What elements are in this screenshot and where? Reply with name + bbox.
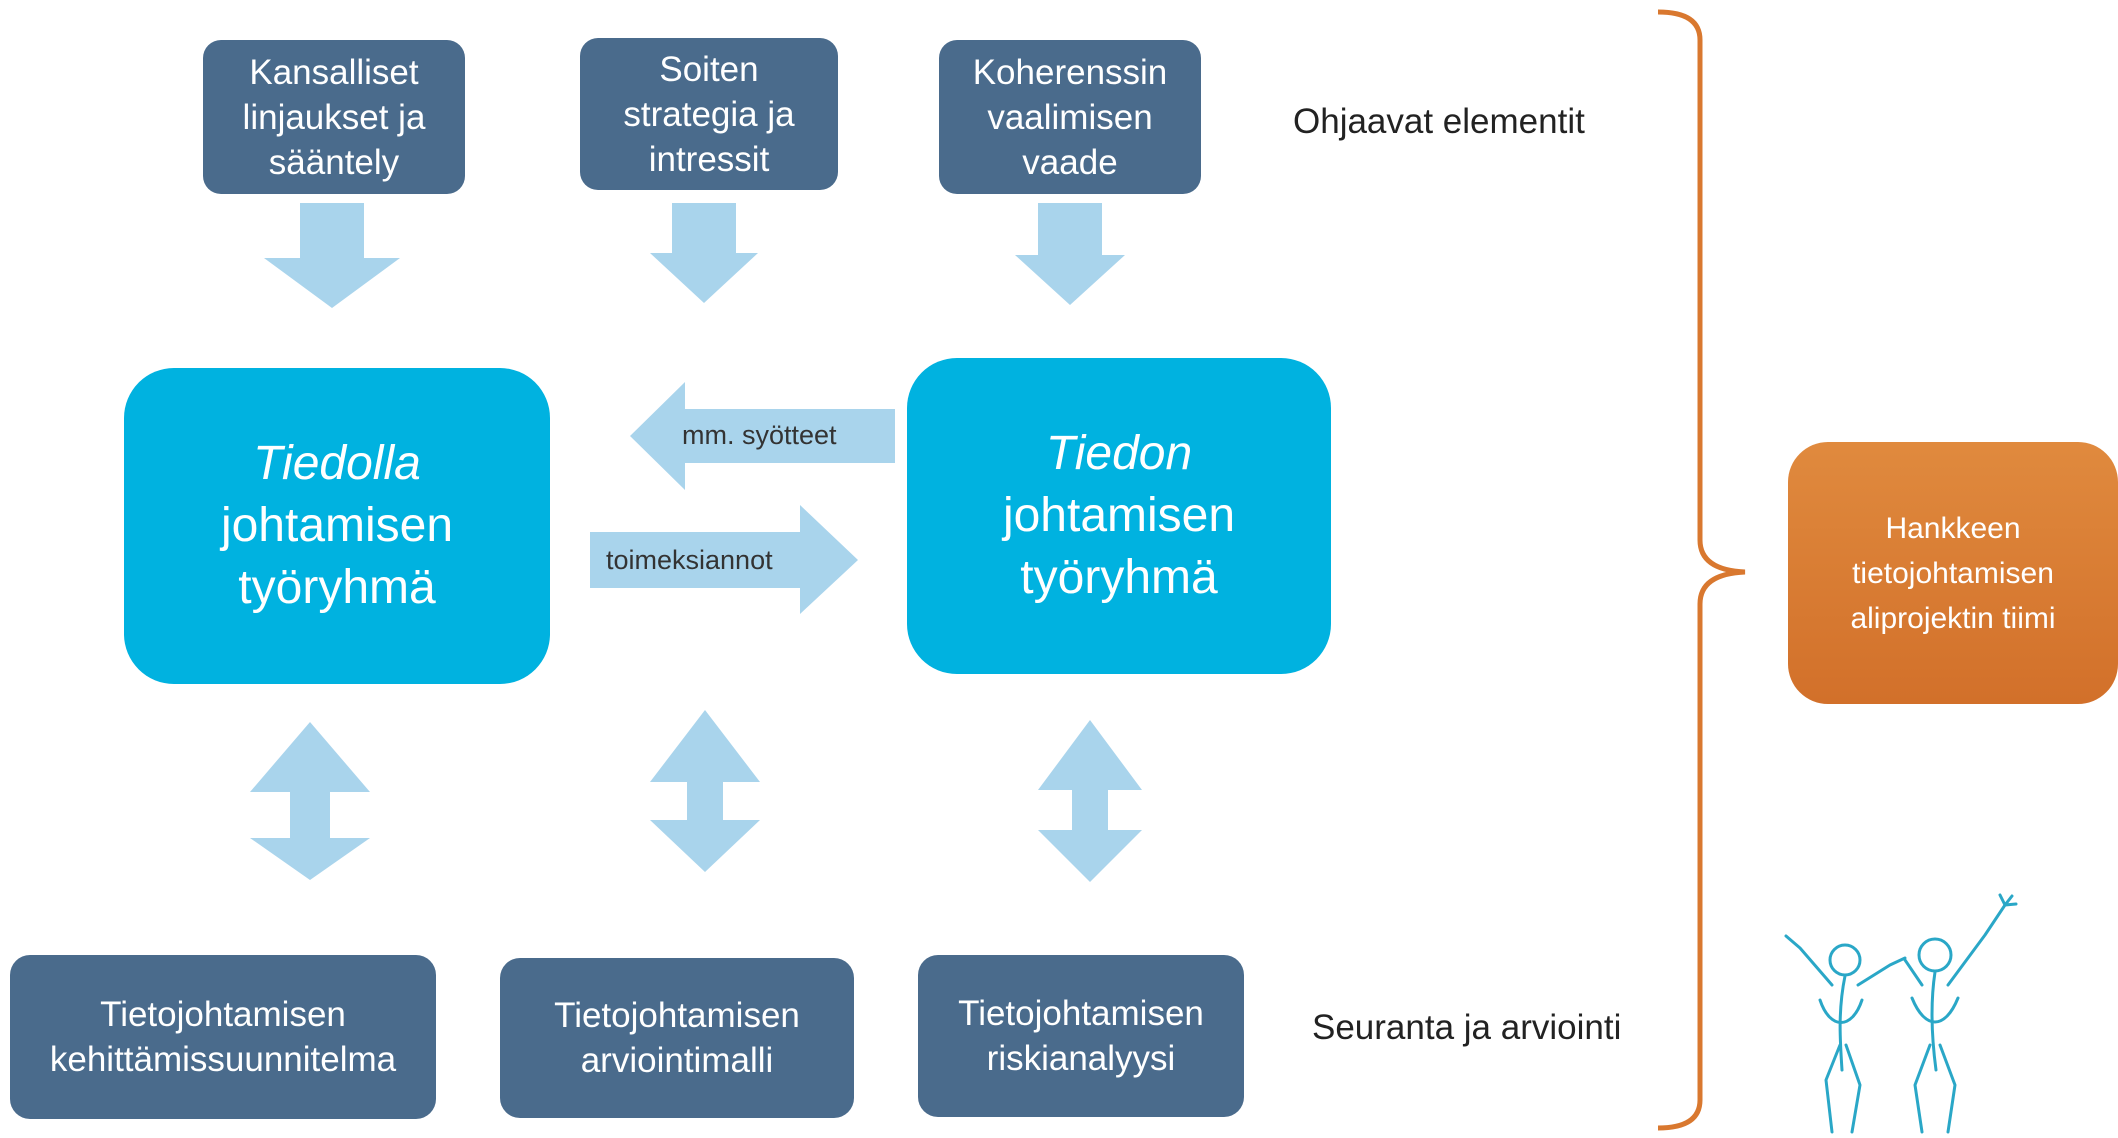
team-box-line: Hankkeen bbox=[1885, 511, 2021, 545]
monitoring-box-line: Tietojohtamisen bbox=[958, 994, 1204, 1033]
monitoring-box-riskianalyysi: Tietojohtamisen riskianalyysi bbox=[918, 955, 1244, 1117]
working-group-italic: Tiedon bbox=[1045, 427, 1193, 480]
monitoring-box-line: kehittämissuunnitelma bbox=[49, 1040, 397, 1079]
monitoring-box-arviointimalli: Tietojohtamisen arviointimalli bbox=[500, 958, 854, 1118]
team-box: Hankkeen tietojohtamisen aliprojektin ti… bbox=[1788, 442, 2118, 704]
guiding-box-line: Kansalliset bbox=[249, 52, 419, 92]
guiding-box-line: vaalimisen bbox=[987, 97, 1153, 137]
guiding-label: Ohjaavat elementit bbox=[1293, 102, 1585, 141]
working-group-line: johtamisen bbox=[1002, 489, 1236, 542]
guiding-box-line: intressit bbox=[648, 139, 770, 179]
down-arrow-icon bbox=[1015, 203, 1125, 305]
guiding-box-line: sääntely bbox=[268, 142, 400, 182]
flow-label-syotteet: mm. syötteet bbox=[682, 420, 837, 450]
monitoring-label: Seuranta ja arviointi bbox=[1312, 1008, 1622, 1047]
monitoring-box-line: riskianalyysi bbox=[986, 1039, 1176, 1078]
team-box-line: tietojohtamisen bbox=[1852, 556, 2054, 590]
working-group-line: työryhmä bbox=[1020, 551, 1218, 604]
working-group-tiedolla: Tiedolla johtamisen työryhmä bbox=[124, 368, 550, 684]
guiding-box-line: vaade bbox=[1022, 142, 1118, 182]
right-arrow-icon bbox=[590, 505, 858, 614]
working-group-line: johtamisen bbox=[220, 499, 454, 552]
down-arrow-icon bbox=[650, 203, 758, 303]
guiding-box-koherenssin: Koherenssin vaalimisen vaade bbox=[939, 40, 1201, 194]
guiding-box-line: Koherenssin bbox=[972, 52, 1168, 92]
down-arrow-icon bbox=[264, 203, 400, 308]
working-group-italic: Tiedolla bbox=[253, 437, 421, 490]
working-group-tiedon: Tiedon johtamisen työryhmä bbox=[907, 358, 1331, 674]
monitoring-box-line: Tietojohtamisen bbox=[554, 996, 800, 1035]
guiding-box-line: strategia ja bbox=[623, 94, 795, 134]
people-logo-icon bbox=[1784, 893, 2018, 1134]
monitoring-box-line: Tietojohtamisen bbox=[100, 995, 346, 1034]
guiding-box-kansalliset: Kansalliset linjaukset ja sääntely bbox=[203, 40, 465, 194]
curly-brace bbox=[1657, 9, 1746, 1131]
double-arrow-icon bbox=[1038, 720, 1142, 882]
left-arrow-icon bbox=[630, 382, 895, 490]
working-group-line: työryhmä bbox=[238, 561, 436, 614]
guiding-box-line: Soiten bbox=[659, 49, 759, 89]
double-arrow-icon bbox=[650, 710, 760, 872]
guiding-box-line: linjaukset ja bbox=[242, 97, 426, 137]
flow-label-toimeksiannot: toimeksiannot bbox=[606, 545, 773, 575]
monitoring-box-line: arviointimalli bbox=[580, 1041, 774, 1080]
monitoring-box-kehittamissuunnitelma: Tietojohtamisen kehittämissuunnitelma bbox=[10, 955, 436, 1119]
double-arrow-icon bbox=[250, 722, 370, 880]
team-box-line: aliprojektin tiimi bbox=[1850, 601, 2056, 635]
guiding-box-soiten: Soiten strategia ja intressit bbox=[580, 38, 838, 190]
